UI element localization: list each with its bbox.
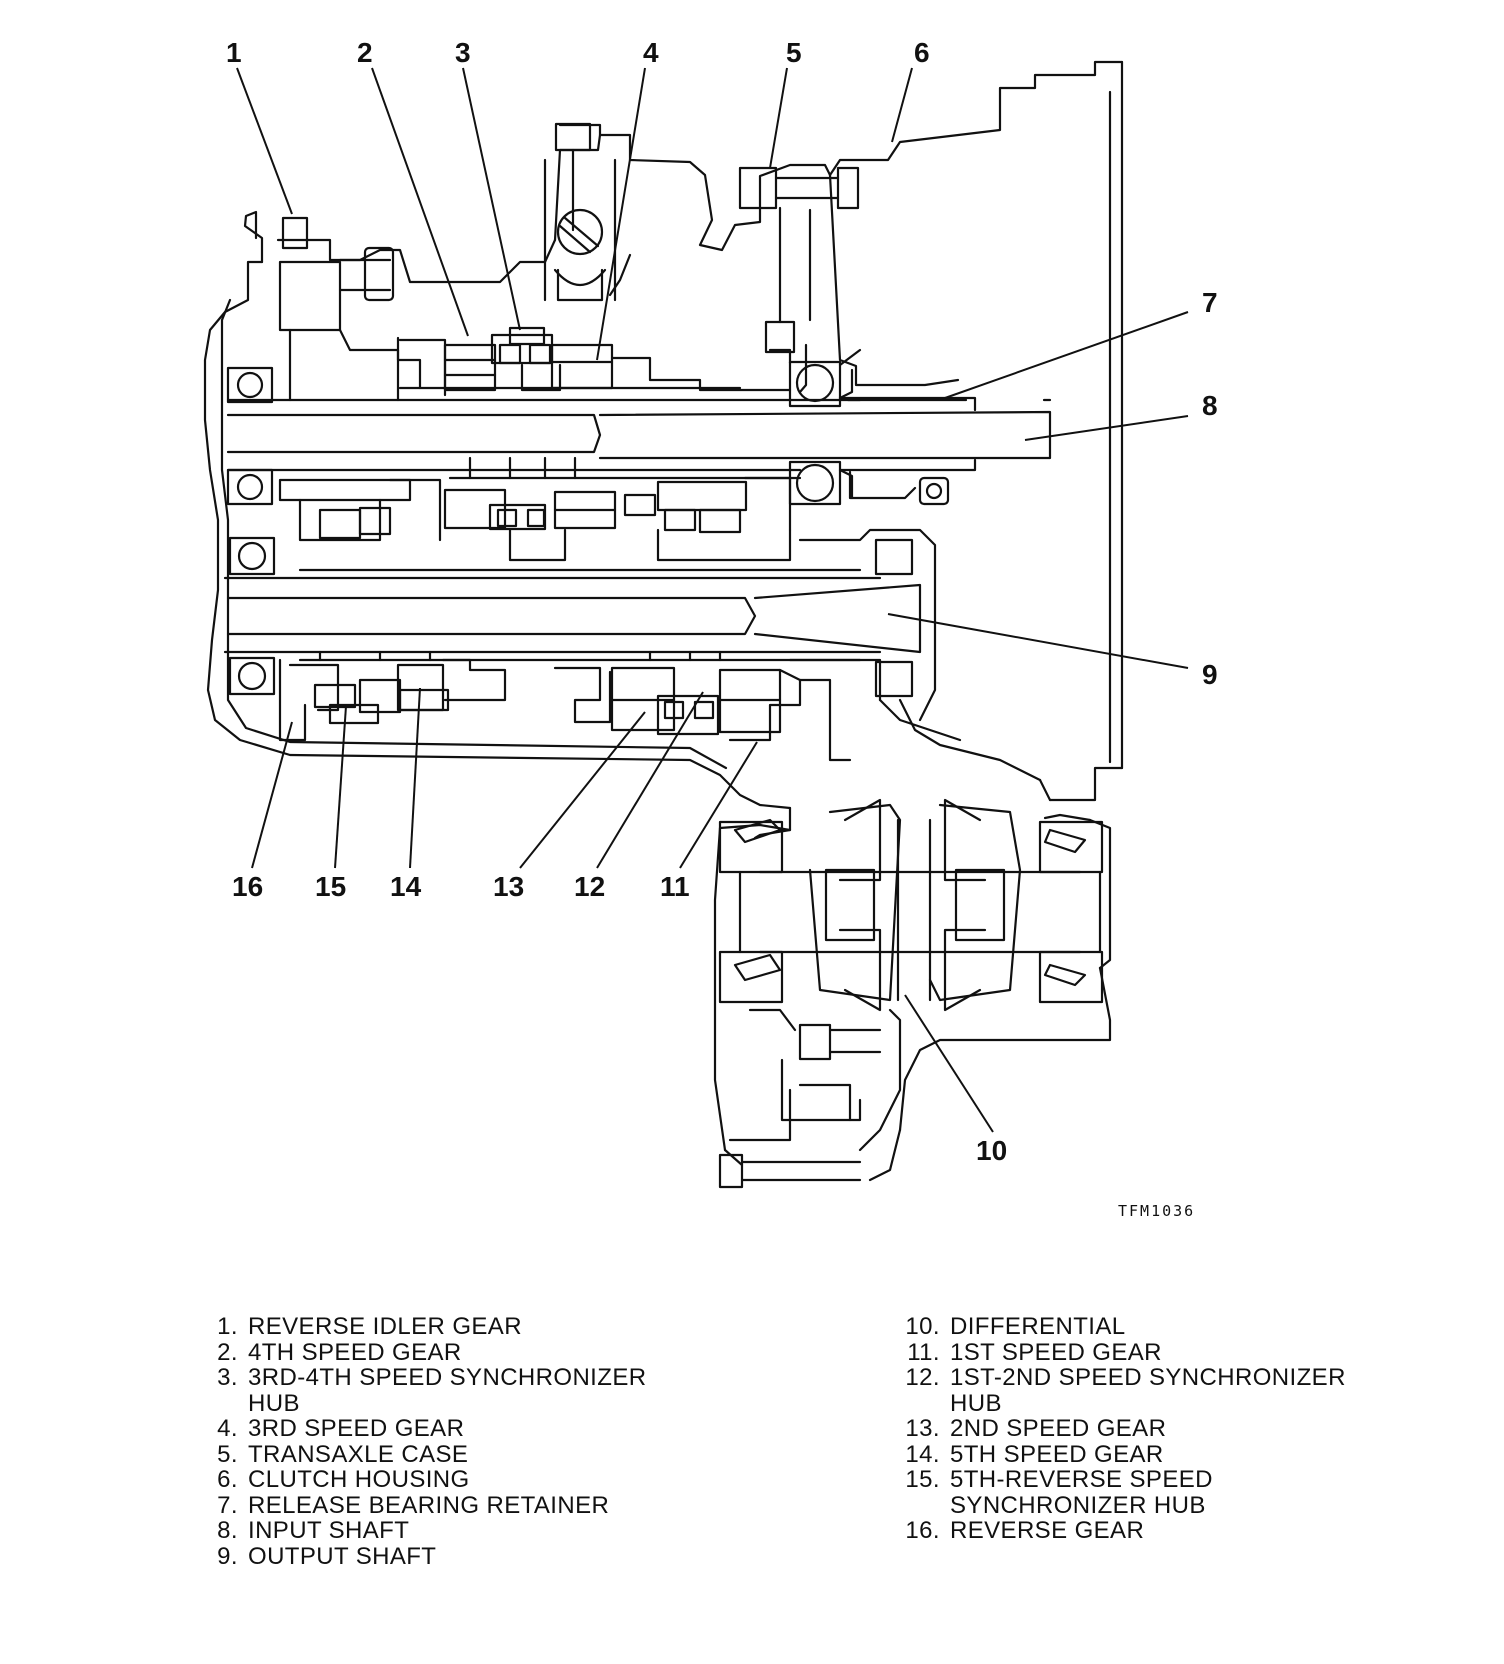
legend-label: 4TH SPEED GEAR: [248, 1338, 462, 1366]
legend-label: 3RD SPEED GEAR: [248, 1415, 465, 1442]
legend-number: 7.: [217, 1491, 238, 1519]
legend-number: 12.: [905, 1364, 940, 1391]
legend-label: 5TH SPEED GEAR: [950, 1440, 1164, 1468]
legend-item: 14. 5TH SPEED GEAR: [896, 1440, 1456, 1468]
legend-right-column: 10. DIFFERENTIAL 11. 1ST SPEED GEAR 12. …: [896, 1314, 1456, 1544]
legend-number: 15.: [905, 1466, 940, 1493]
legend-number: 1.: [217, 1313, 238, 1340]
callout-8: 8: [1202, 390, 1218, 421]
legend-number: 6.: [217, 1466, 238, 1493]
callout-9: 9: [1202, 659, 1218, 690]
callout-2: 2: [357, 37, 373, 68]
legend-number: 13.: [905, 1415, 940, 1442]
legend-number: 2.: [217, 1338, 238, 1366]
legend-item: 9. OUTPUT SHAFT: [206, 1542, 766, 1570]
legend-number: 4.: [217, 1415, 238, 1442]
legend-item: 12. 1ST-2ND SPEED SYNCHRONIZER HUB: [896, 1365, 1456, 1416]
legend-item: 16. REVERSE GEAR: [896, 1518, 1456, 1544]
legend-label: 3RD-4TH SPEED SYNCHRONIZER HUB: [248, 1364, 647, 1417]
input-shaft: [226, 386, 1052, 480]
legend-number: 11.: [907, 1338, 940, 1366]
input-lower-gear-cluster: [278, 476, 937, 722]
legend-number: 10.: [905, 1313, 940, 1340]
callout-numbers: 1 2 3 4 5 6 7 8 9 10 11 12 13 14 15 16: [226, 37, 1218, 1166]
legend-number: 5.: [217, 1440, 238, 1468]
differential-assembly: [713, 778, 1112, 1182]
output-shaft: [223, 568, 922, 662]
legend-label: 5TH-REVERSE SPEED SYNCHRONIZER HUB: [950, 1466, 1213, 1519]
shift-detent-assembly: [543, 158, 617, 302]
case-bolts: [281, 122, 882, 1189]
callout-5: 5: [786, 37, 802, 68]
legend-label: 1ST-2ND SPEED SYNCHRONIZER HUB: [950, 1364, 1346, 1417]
legend-left-column: 1. REVERSE IDLER GEAR 2. 4TH SPEED GEAR …: [206, 1314, 766, 1569]
callout-7: 7: [1202, 287, 1218, 318]
callout-13: 13: [493, 871, 524, 902]
callout-3: 3: [455, 37, 471, 68]
legend-item: 11. 1ST SPEED GEAR: [896, 1338, 1456, 1366]
legend-label: INPUT SHAFT: [248, 1517, 410, 1544]
legend-label: REVERSE GEAR: [950, 1517, 1145, 1544]
figure-code: TFM1036: [1118, 1202, 1195, 1220]
legend-item: 8. INPUT SHAFT: [206, 1518, 766, 1544]
callout-4: 4: [643, 37, 659, 68]
oil-seals: [838, 368, 1052, 500]
callout-11: 11: [660, 871, 690, 902]
transaxle-case-outline: [203, 123, 832, 810]
legend-number: 14.: [905, 1440, 940, 1468]
callout-1: 1: [226, 37, 242, 68]
legend-item: 15. 5TH-REVERSE SPEED SYNCHRONIZER HUB: [896, 1467, 1456, 1518]
output-shaft-gears: [278, 658, 1042, 782]
legend-label: 1ST SPEED GEAR: [950, 1338, 1162, 1366]
ball-bearings: [226, 348, 968, 698]
legend-item: 3. 3RD-4TH SPEED SYNCHRONIZER HUB: [206, 1365, 766, 1416]
legend-item: 5. TRANSAXLE CASE: [206, 1440, 766, 1468]
clutch-housing-outline: [828, 60, 1124, 802]
legend-label: RELEASE BEARING RETAINER: [248, 1491, 610, 1519]
legend-label: OUTPUT SHAFT: [248, 1542, 437, 1570]
callout-6: 6: [914, 37, 930, 68]
legend-number: 8.: [217, 1517, 238, 1544]
leader-lines: [236, 67, 1189, 1133]
input-shaft-gears: [278, 260, 792, 402]
legend-item: 1. REVERSE IDLER GEAR: [206, 1314, 766, 1340]
legend-label: DIFFERENTIAL: [950, 1313, 1126, 1340]
legend-item: 7. RELEASE BEARING RETAINER: [206, 1491, 766, 1519]
legend-label: TRANSAXLE CASE: [248, 1440, 469, 1468]
transaxle-cross-section-diagram: 1 2 3 4 5 6 7 8 9 10 11 12 13 14 15 16 T…: [203, 37, 1218, 1220]
legend-item: 10. DIFFERENTIAL: [896, 1314, 1456, 1340]
legend-label: CLUTCH HOUSING: [248, 1466, 470, 1493]
legend-item: 2. 4TH SPEED GEAR: [206, 1338, 766, 1366]
legend-number: 16.: [905, 1517, 940, 1544]
legend-label: 2ND SPEED GEAR: [950, 1415, 1167, 1442]
legend-item: 6. CLUTCH HOUSING: [206, 1467, 766, 1493]
legend-number: 9.: [217, 1542, 238, 1570]
release-bearing-retainer: [798, 173, 977, 506]
callout-12: 12: [574, 871, 605, 902]
callout-14: 14: [390, 871, 422, 902]
legend-number: 3.: [217, 1364, 238, 1391]
callout-10: 10: [976, 1135, 1007, 1166]
legend-label: REVERSE IDLER GEAR: [248, 1313, 522, 1340]
legend-item: 13. 2ND SPEED GEAR: [896, 1416, 1456, 1442]
callout-15: 15: [315, 871, 346, 902]
callout-16: 16: [232, 871, 263, 902]
legend-item: 4. 3RD SPEED GEAR: [206, 1416, 766, 1442]
